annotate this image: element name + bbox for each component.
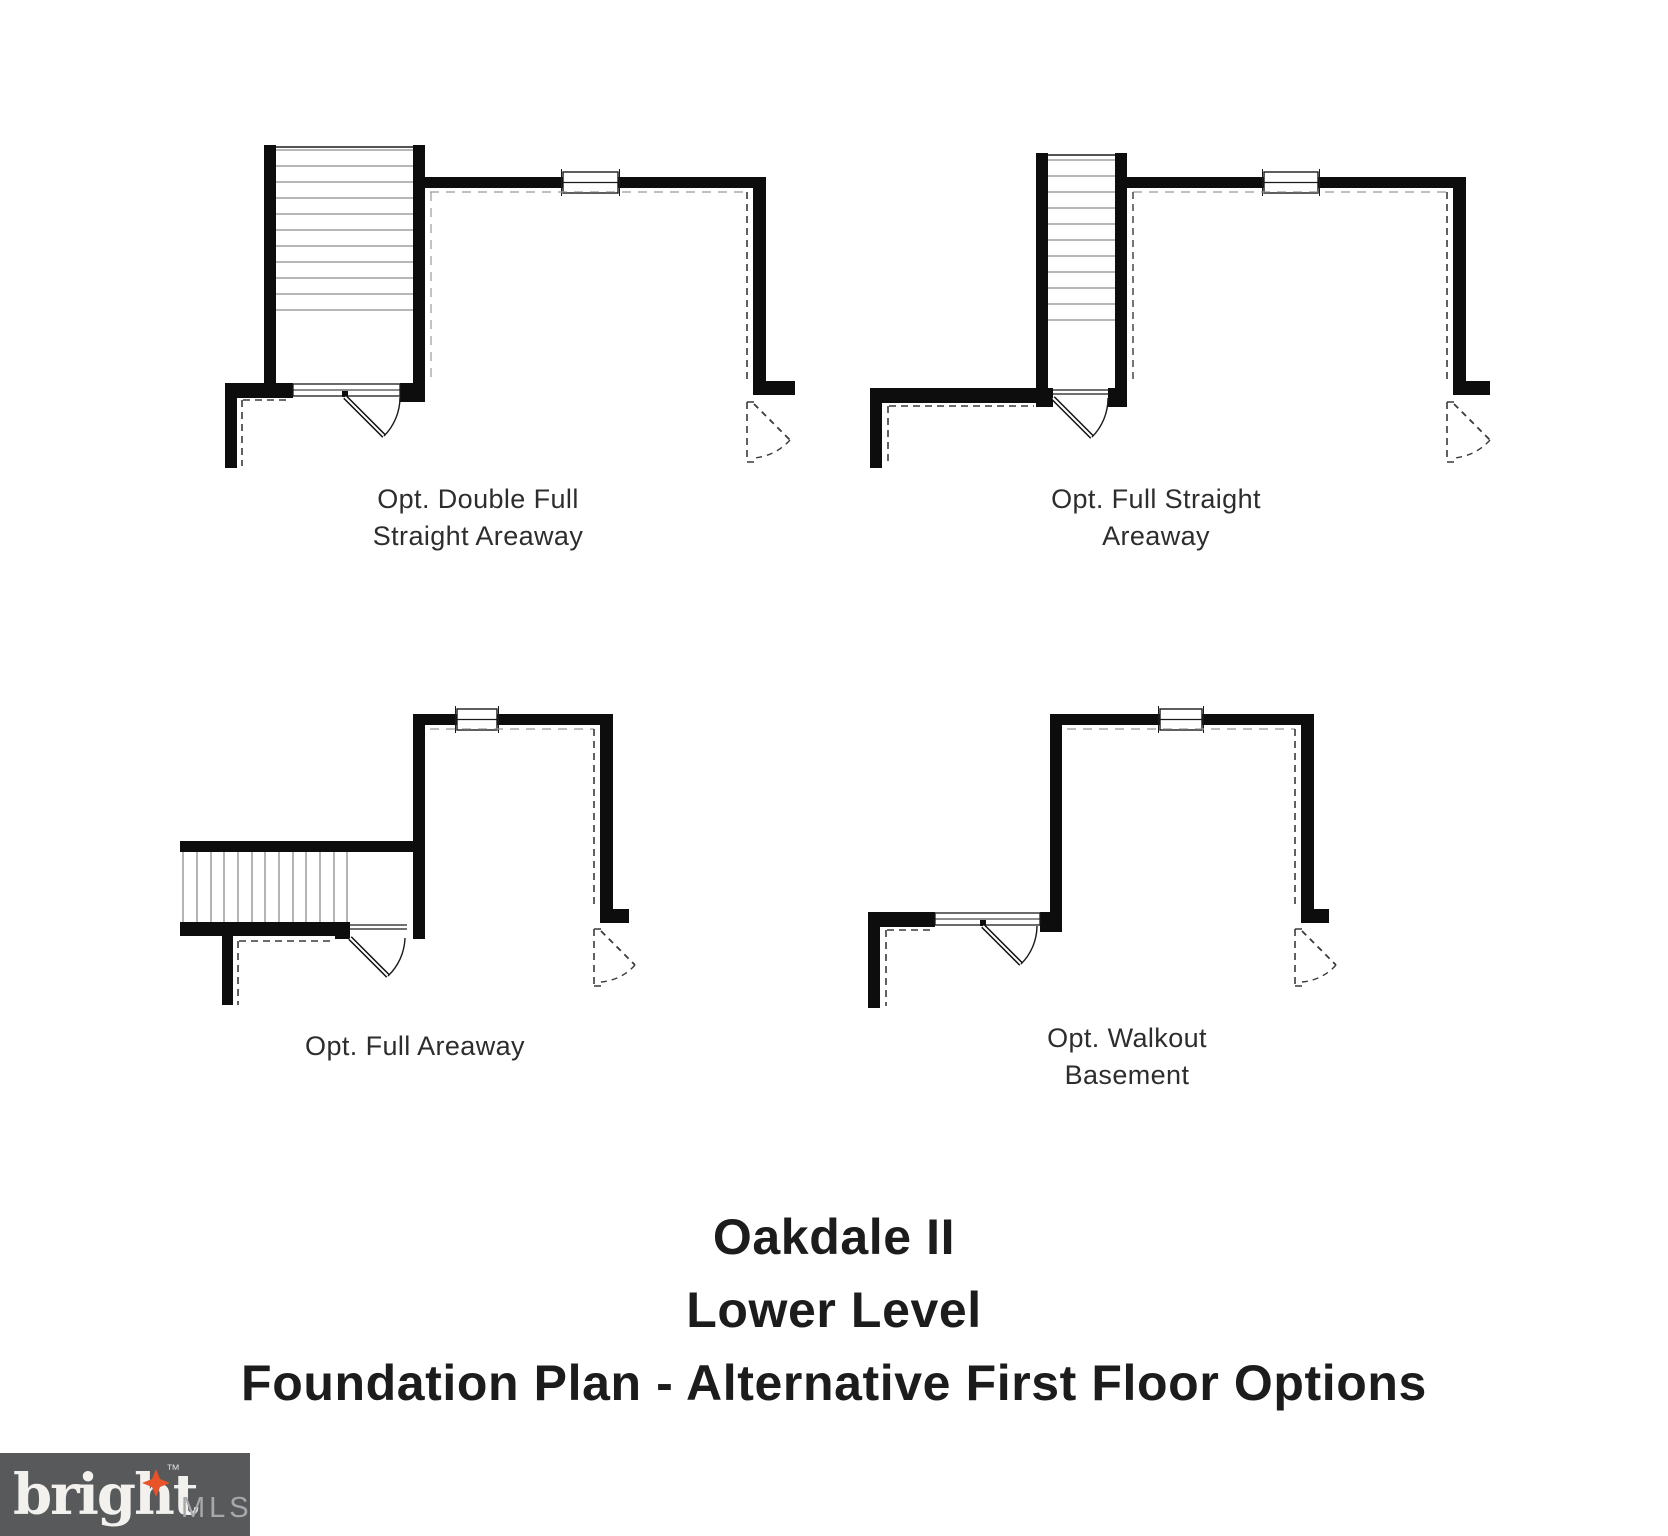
door-jamb (1108, 388, 1127, 407)
wall (1453, 381, 1490, 395)
door-swing-arc (387, 937, 406, 977)
door-hinge (980, 920, 986, 926)
plan-label-full-straight-areaway: Opt. Full Straight Areaway (1051, 481, 1261, 555)
door-jamb (1036, 388, 1053, 407)
walls (868, 714, 1329, 1008)
window-symbol (1158, 706, 1204, 733)
basement-door (348, 924, 407, 978)
plan-opt-full-straight-areaway (870, 153, 1491, 468)
plan-opt-double-full-straight-areaway (225, 145, 795, 468)
door-swing-arc (1020, 925, 1038, 965)
door-hinge (342, 391, 348, 397)
door-swing-arc (1091, 397, 1109, 438)
plan-opt-walkout-basement (868, 706, 1337, 1008)
optional-areaway-door-dashed (600, 930, 636, 983)
stair-wall (1115, 153, 1127, 407)
window-symbol (1262, 169, 1320, 196)
plan-label-line: Straight Areaway (372, 521, 584, 551)
plan-label-walkout-basement: Opt. Walkout Basement (1047, 1020, 1207, 1094)
title-level: Lower Level (686, 1282, 982, 1338)
door-swing-arc (383, 396, 401, 437)
door-threshold (350, 924, 407, 930)
plan-opt-full-areaway (180, 706, 636, 1005)
wall (600, 909, 629, 923)
plan-label-line: Basement (1064, 1060, 1190, 1090)
stair-treads (182, 852, 348, 922)
wall (425, 714, 613, 725)
walls (870, 177, 1490, 468)
wall (225, 383, 237, 468)
walkout-door (934, 912, 1041, 966)
foundation-dashed-outline (241, 191, 756, 466)
door-jamb (335, 922, 350, 939)
wall (225, 383, 293, 398)
wall (870, 388, 1036, 403)
door-threshold (1053, 389, 1108, 395)
foundation-dashed-outline (237, 728, 603, 1005)
foundation-dashed-outline (887, 191, 1456, 466)
bright-logo-wordmark: bright (13, 1462, 199, 1528)
wall (868, 912, 935, 927)
foundation-dashed-outline (885, 728, 1304, 1006)
wall (870, 388, 882, 468)
wall (1301, 714, 1314, 923)
wall (753, 177, 766, 395)
title-model: Oakdale II (712, 1209, 956, 1265)
door-jamb (400, 383, 425, 402)
staircase (180, 841, 425, 939)
stair-wall (1036, 153, 1048, 407)
basement-door (1051, 389, 1109, 439)
wall (413, 714, 425, 939)
plan-label-double-full-straight-areaway: Opt. Double Full Straight Areaway (373, 481, 584, 555)
stair-treads (276, 149, 413, 311)
bright-logo-star-icon (142, 1469, 170, 1497)
stair-wall (180, 841, 425, 852)
staircase (1036, 153, 1127, 407)
plan-label-line: Opt. Full Areaway (305, 1031, 525, 1061)
mls-logo-text: MLS (181, 1492, 253, 1524)
walls (222, 714, 629, 1005)
wall (1301, 909, 1329, 923)
plan-label-line: Opt. Walkout (1047, 1023, 1207, 1053)
stair-treads (1048, 159, 1115, 321)
wall (222, 936, 233, 1005)
bright-mls-logo-bar (0, 1453, 250, 1536)
wall (1050, 714, 1062, 932)
stair-wall (180, 922, 337, 936)
walls (225, 177, 795, 468)
optional-areaway-door-dashed (1453, 403, 1491, 459)
optional-areaway-door-dashed (753, 403, 791, 459)
plan-label-line: Areaway (1102, 521, 1210, 551)
wall (1453, 177, 1466, 395)
wall (868, 912, 880, 1008)
window-symbol (455, 706, 499, 733)
stair-wall (264, 145, 276, 397)
title-plan-type: Foundation Plan - Alternative First Floo… (241, 1355, 1427, 1411)
trademark-symbol: ™ (166, 1461, 180, 1477)
window-symbol (561, 169, 620, 196)
staircase (264, 145, 425, 397)
plan-label-full-areaway: Opt. Full Areaway (305, 1028, 525, 1065)
stair-wall (413, 145, 425, 397)
plan-label-line: Opt. Full Straight (1051, 484, 1261, 514)
door-jamb (1040, 912, 1062, 932)
plan-label-line: Opt. Double Full (377, 484, 579, 514)
wall (600, 714, 613, 923)
wall (753, 381, 795, 395)
optional-areaway-door-dashed (1301, 930, 1337, 983)
basement-door (292, 383, 401, 438)
